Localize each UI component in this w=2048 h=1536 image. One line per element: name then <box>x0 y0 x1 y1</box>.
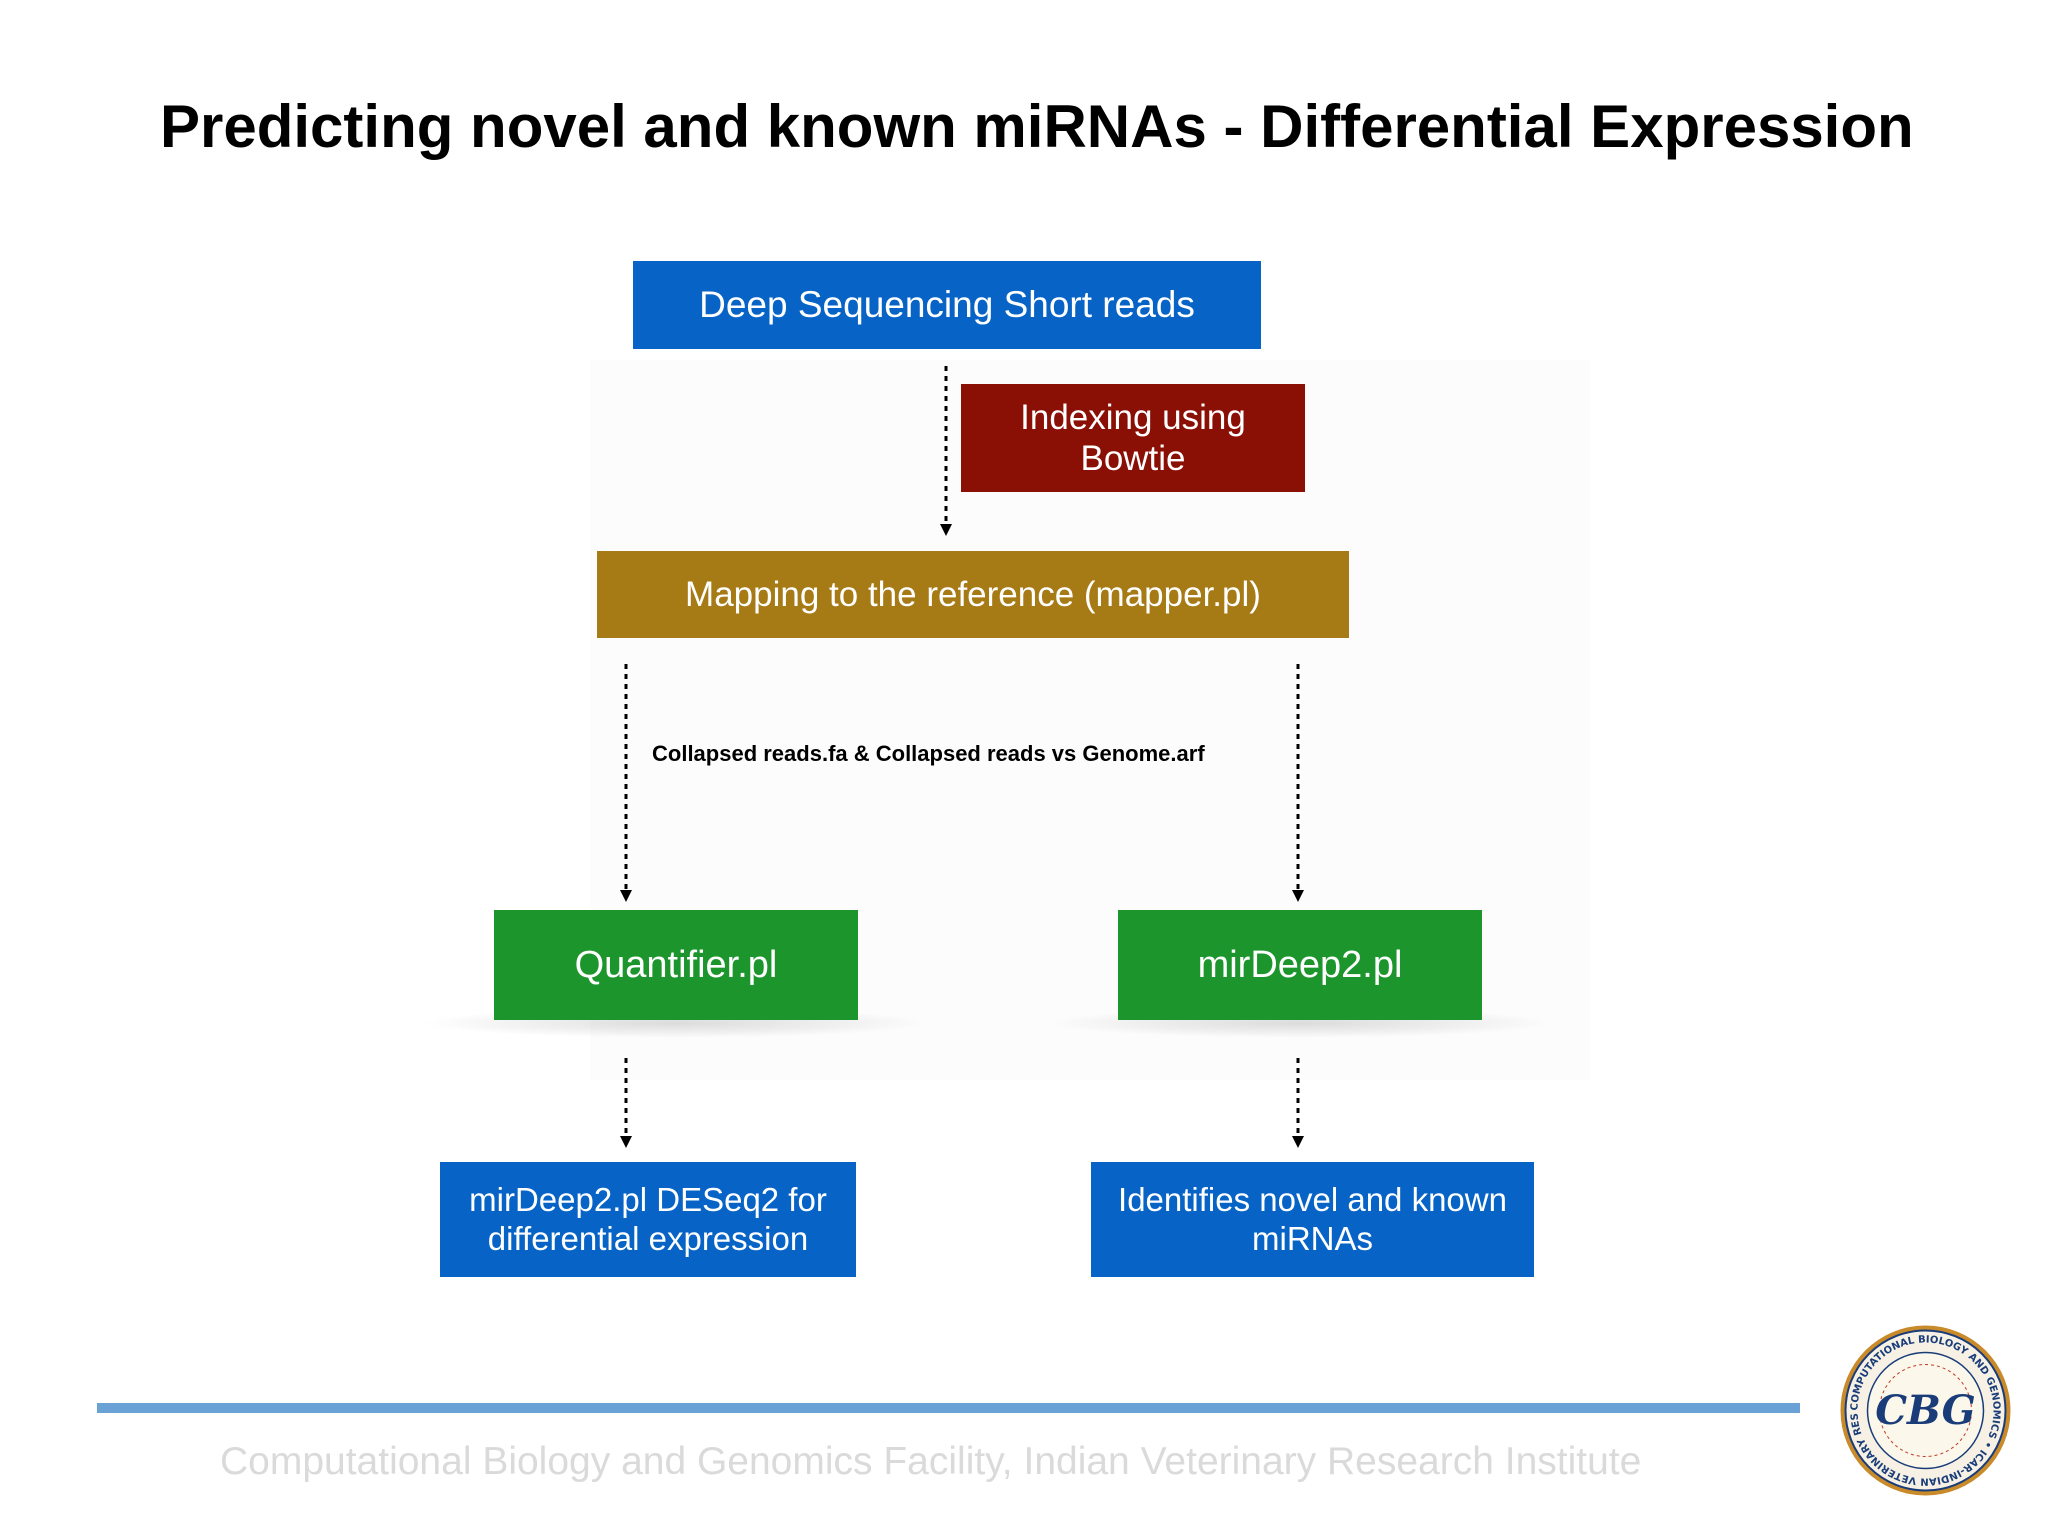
node-deep-sequencing: Deep Sequencing Short reads <box>633 261 1261 349</box>
footer-text: Computational Biology and Genomics Facil… <box>220 1440 1642 1483</box>
slide-title: Predicting novel and known miRNAs - Diff… <box>160 93 1914 160</box>
node-mirdeep2: mirDeep2.pl <box>1118 910 1482 1020</box>
node-indexing-bowtie: Indexing using Bowtie <box>961 384 1305 492</box>
cbg-logo: COMPUTATIONAL BIOLOGY AND GENOMICS • ICA… <box>1838 1323 2011 1496</box>
node-quantifier: Quantifier.pl <box>494 910 858 1020</box>
footer-divider <box>97 1403 1800 1413</box>
node-deseq2-differential-expression: mirDeep2.pl DESeq2 for differential expr… <box>440 1162 856 1277</box>
node-identifies-mirnas: Identifies novel and known miRNAs <box>1091 1162 1534 1277</box>
logo-letters: CBG <box>1875 1387 1976 1434</box>
edge-label-collapsed-reads: Collapsed reads.fa & Collapsed reads vs … <box>652 741 1205 766</box>
node-mapping-reference: Mapping to the reference (mapper.pl) <box>597 551 1349 638</box>
